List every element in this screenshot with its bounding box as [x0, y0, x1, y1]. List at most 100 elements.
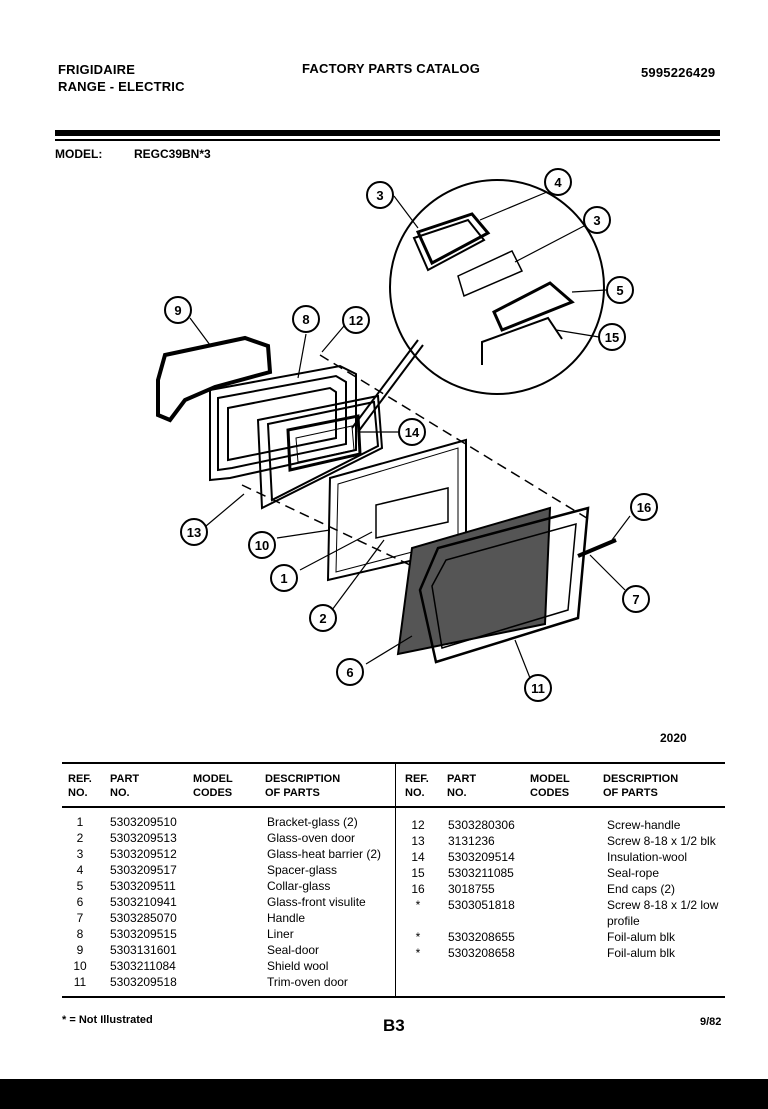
callout-label: 14	[405, 425, 420, 440]
description-cell: Handle	[267, 911, 306, 925]
ref-cell: 7	[76, 911, 84, 925]
description-cell: Glass-oven door	[267, 831, 356, 845]
ref-cell: 10	[73, 959, 87, 973]
callout-16: 16	[630, 493, 658, 521]
callout-10: 10	[248, 531, 276, 559]
table-row: 11 5303209518 Trim-oven door	[62, 974, 392, 990]
ref-cell: 2	[76, 831, 84, 845]
part-no-cell: 5303211085	[448, 866, 514, 880]
callout-5: 5	[606, 276, 634, 304]
table-rule-bottom	[62, 996, 725, 998]
callout-label: 7	[632, 592, 639, 607]
part-no-cell: 5303280306	[448, 818, 515, 832]
callout-label: 15	[605, 330, 619, 345]
part-no-cell: 3018755	[448, 882, 495, 896]
ref-cell: 14	[411, 850, 425, 864]
callout-14: 14	[398, 418, 426, 446]
callout-11: 11	[524, 674, 552, 702]
description-cell: Glass-front visulite	[267, 895, 366, 909]
description-cell: Foil-alum blk	[607, 946, 676, 960]
description-cell: Seal-door	[267, 943, 320, 957]
header-description: DESCRIPTION OF PARTS	[603, 773, 679, 799]
footnote: * = Not Illustrated	[62, 1014, 153, 1026]
callout-label: 10	[255, 538, 269, 553]
callout-3: 3	[366, 181, 394, 209]
callout-13: 13	[180, 518, 208, 546]
part-no-cell: 5303209518	[110, 975, 177, 989]
header-part-no: PART NO.	[110, 773, 140, 799]
table-row: * 5303208658 Foil-alum blk	[400, 945, 730, 961]
callout-15: 15	[598, 323, 626, 351]
ref-cell: 8	[76, 927, 84, 941]
part-no-cell: 5303209510	[110, 815, 177, 829]
description-cell: Insulation-wool	[607, 850, 688, 864]
header-description: DESCRIPTION OF PARTS	[265, 773, 341, 799]
callout-label: 6	[346, 665, 353, 680]
product-subtitle: RANGE - ELECTRIC	[58, 79, 185, 94]
part-no-cell: 5303208655	[448, 930, 515, 944]
callout-9: 9	[164, 296, 192, 324]
header-ref-no: REF. NO.	[68, 773, 92, 799]
part-no-cell: 3131236	[448, 834, 495, 848]
callout-label: 12	[349, 313, 363, 328]
description-cell: Screw 8-18 x 1/2 low	[607, 898, 719, 912]
callout-12: 12	[342, 306, 370, 334]
scan-bottom-bar	[0, 1079, 768, 1109]
callout-3: 3	[583, 206, 611, 234]
part-no-cell: 5303131601	[110, 943, 177, 957]
part-no-cell: 5303211084	[110, 959, 176, 973]
table-row: 15 5303211085 Seal-rope	[400, 865, 730, 881]
ref-cell: *	[415, 946, 421, 960]
description-cell: Seal-rope	[607, 866, 660, 880]
callout-label: 8	[302, 312, 309, 327]
ref-cell: 16	[411, 882, 425, 896]
callout-label: 2	[319, 611, 326, 626]
ref-cell: *	[415, 930, 421, 944]
part-no-cell: 5303208658	[448, 946, 515, 960]
header-rule-thick	[55, 130, 720, 136]
table-column-divider	[395, 762, 396, 996]
part-no-cell: 5303209512	[110, 847, 177, 861]
description-cell: Foil-alum blk	[607, 930, 676, 944]
callout-label: 16	[637, 500, 651, 515]
callout-4: 4	[544, 168, 572, 196]
callout-label: 9	[174, 303, 181, 318]
callout-label: 1	[280, 571, 287, 586]
ref-cell: 15	[411, 866, 425, 880]
description-cell: Liner	[267, 927, 294, 941]
callout-label: 3	[376, 188, 383, 203]
ref-cell: 4	[76, 863, 84, 877]
ref-cell: 1	[76, 815, 84, 829]
ref-cell: 6	[76, 895, 84, 909]
figure-number: 2020	[660, 731, 687, 745]
table-row: 2 5303209513 Glass-oven door	[62, 830, 392, 846]
table-row: 8 5303209515 Liner	[62, 926, 392, 942]
callout-label: 4	[554, 175, 562, 190]
part-no-cell: 5303209515	[110, 927, 177, 941]
ref-cell: 11	[73, 975, 87, 989]
callout-2: 2	[309, 604, 337, 632]
ref-cell: 5	[76, 879, 84, 893]
table-row: * 5303208655 Foil-alum blk	[400, 929, 730, 945]
part-no-cell: 5303209517	[110, 863, 177, 877]
part-no-cell: 5303209513	[110, 831, 177, 845]
brand-name: FRIGIDAIRE	[58, 62, 136, 77]
table-rule-top	[62, 762, 725, 764]
part-no-cell: 5303051818	[448, 898, 515, 912]
description-cell: Trim-oven door	[267, 975, 348, 989]
ref-cell: 12	[411, 818, 425, 832]
ref-cell: 13	[411, 834, 425, 848]
revision-date: 9/82	[700, 1016, 722, 1028]
description-cell: Collar-glass	[267, 879, 331, 893]
callout-label: 5	[616, 283, 623, 298]
table-rule-header	[62, 806, 725, 808]
